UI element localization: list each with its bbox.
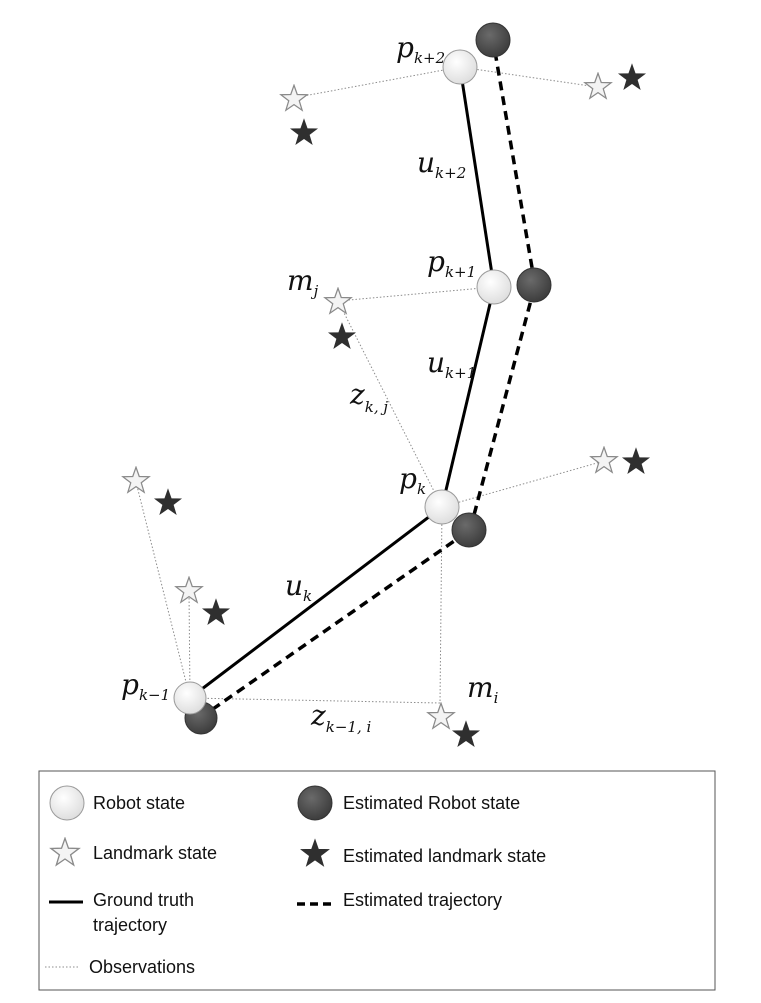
landmark-star-icon (280, 84, 308, 111)
observation-line (292, 66, 461, 99)
legend-ground-truth-label-line1: Ground truth (93, 890, 194, 910)
legend-robot-state-icon (49, 785, 85, 821)
robot-state-circle (476, 269, 512, 305)
landmark-star-icon (324, 287, 352, 314)
label-p-k-minus-1: pk−1 (121, 668, 170, 704)
estimated-robot-state-circle (451, 512, 487, 548)
ground-truth-trajectory (189, 66, 496, 700)
label-p-k-plus-2: pk+2 (396, 31, 445, 67)
legend: Robot state Estimated Robot state Landma… (38, 770, 716, 991)
label-u-k: uk (285, 569, 312, 605)
observation-line (441, 460, 605, 508)
label-u-k-plus-1: uk+1 (427, 346, 476, 382)
label-u-k-plus-2: uk+2 (417, 146, 466, 182)
estimated-landmark-star-icon (202, 598, 230, 625)
legend-ground-truth-label-line2: trajectory (93, 915, 167, 935)
label-p-k: pk (399, 462, 426, 498)
observation-line (135, 481, 191, 699)
observation-line (439, 506, 443, 704)
legend-estimated-robot-state-label: Estimated Robot state (343, 793, 520, 813)
estimated-landmarks (154, 63, 650, 747)
estimated-landmark-star-icon (452, 720, 480, 747)
estimated-robot-states (184, 22, 552, 735)
robot-state-circle (173, 681, 207, 715)
label-m-j: mj (287, 264, 319, 300)
estimated-landmark-star-icon (622, 447, 650, 474)
observation-line (188, 590, 191, 699)
robot-states (173, 49, 512, 715)
estimated-landmark-star-icon (618, 63, 646, 90)
legend-estimated-robot-state-icon (297, 785, 333, 821)
legend-estimated-trajectory-label: Estimated trajectory (343, 890, 502, 910)
observation-line (459, 66, 598, 88)
landmark-star-icon (584, 72, 612, 99)
legend-estimated-landmark-state-label: Estimated landmark state (343, 846, 546, 866)
estimated-trajectory (199, 39, 537, 720)
robot-state-circle (424, 489, 460, 525)
estimated-robot-state-circle (475, 22, 511, 58)
legend-robot-state-label: Robot state (93, 793, 185, 813)
label-z-k-j: zk, j (349, 378, 388, 416)
landmark-star-icon (590, 446, 618, 473)
landmark-star-icon (427, 702, 455, 729)
label-m-i: mi (467, 671, 499, 707)
robot-state-circle (442, 49, 478, 85)
landmark-star-icon (122, 466, 150, 493)
estimated-landmark-star-icon (290, 118, 318, 145)
observations-lines (135, 66, 605, 704)
estimated-robot-state-circle (516, 267, 552, 303)
legend-box (38, 770, 716, 991)
legend-landmark-state-label: Landmark state (93, 843, 217, 863)
legend-observations-label: Observations (89, 957, 195, 977)
estimated-landmark-star-icon (154, 488, 182, 515)
label-p-k-plus-1: pk+1 (427, 245, 476, 281)
label-z-k-minus-1-i: zk−1, i (310, 699, 372, 736)
observation-line (337, 286, 495, 302)
